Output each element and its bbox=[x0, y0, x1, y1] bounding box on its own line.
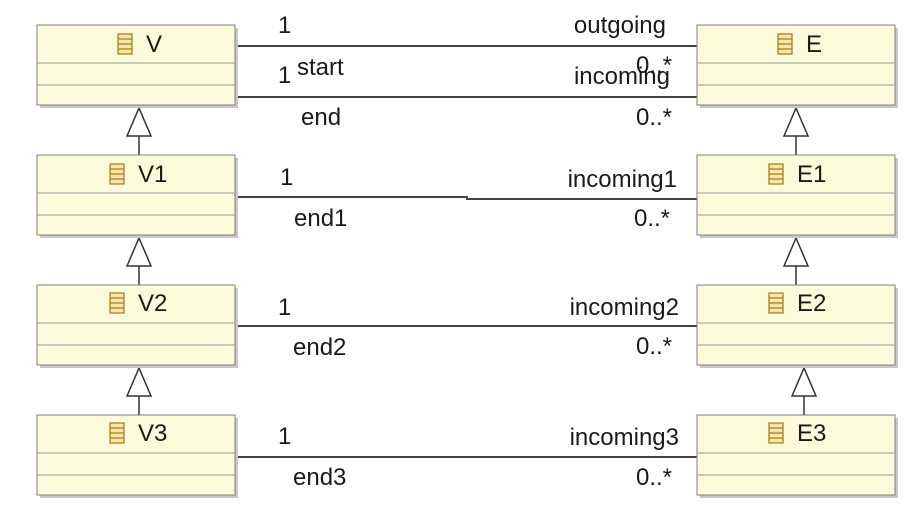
end2-source-role: end2 bbox=[293, 334, 346, 361]
start-target-role: outgoing bbox=[574, 12, 666, 39]
class-icon bbox=[109, 422, 125, 444]
class-name: E3 bbox=[797, 420, 826, 447]
start-target-multiplicity: 0..* bbox=[636, 52, 672, 79]
end1-source-multiplicity: 1 bbox=[280, 164, 293, 191]
class-e2[interactable]: E2 bbox=[696, 284, 898, 368]
end1-source-role: end1 bbox=[294, 205, 347, 232]
generalization-v3-to-v2[interactable] bbox=[125, 366, 153, 415]
end-target-role: incoming bbox=[574, 63, 670, 90]
end-source-role: end bbox=[301, 104, 341, 131]
generalization-v1-to-v[interactable] bbox=[125, 106, 153, 155]
end3-source-multiplicity: 1 bbox=[278, 423, 291, 450]
class-name: V3 bbox=[138, 420, 167, 447]
start-source-multiplicity: 1 bbox=[278, 12, 291, 39]
class-icon bbox=[768, 163, 784, 185]
end3-target-role: incoming3 bbox=[570, 424, 679, 451]
class-name: E bbox=[806, 31, 822, 58]
end-target-multiplicity: 0..* bbox=[636, 104, 672, 131]
end2-target-role: incoming2 bbox=[570, 294, 679, 321]
class-v1[interactable]: V1 bbox=[36, 154, 238, 238]
association-end1-incoming1[interactable] bbox=[237, 196, 697, 200]
class-icon bbox=[109, 292, 125, 314]
class-icon bbox=[768, 422, 784, 444]
end3-target-multiplicity: 0..* bbox=[636, 464, 672, 491]
start-source-role: start bbox=[297, 54, 344, 81]
class-name: V2 bbox=[138, 290, 167, 317]
class-name: V bbox=[146, 31, 162, 58]
class-icon bbox=[109, 163, 125, 185]
class-name: E1 bbox=[797, 161, 826, 188]
class-icon bbox=[777, 33, 793, 55]
class-icon bbox=[768, 292, 784, 314]
end-source-multiplicity: 1 bbox=[278, 62, 291, 89]
generalization-e3-to-e2[interactable] bbox=[790, 366, 818, 415]
class-v3[interactable]: V3 bbox=[36, 414, 238, 498]
class-e1[interactable]: E1 bbox=[696, 154, 898, 238]
end1-target-multiplicity: 0..* bbox=[634, 205, 670, 232]
class-v2[interactable]: V2 bbox=[36, 284, 238, 368]
generalization-e2-to-e1[interactable] bbox=[782, 236, 810, 285]
class-icon bbox=[117, 33, 133, 55]
class-name: E2 bbox=[797, 290, 826, 317]
end2-target-multiplicity: 0..* bbox=[636, 333, 672, 360]
end1-target-role: incoming1 bbox=[568, 166, 677, 193]
class-e[interactable]: E bbox=[696, 24, 898, 108]
class-v[interactable]: V bbox=[36, 24, 238, 108]
generalization-e1-to-e[interactable] bbox=[782, 106, 810, 155]
class-e3[interactable]: E3 bbox=[696, 414, 898, 498]
generalization-v2-to-v1[interactable] bbox=[125, 236, 153, 285]
class-name: V1 bbox=[138, 161, 167, 188]
end3-source-role: end3 bbox=[293, 464, 346, 491]
end2-source-multiplicity: 1 bbox=[278, 294, 291, 321]
